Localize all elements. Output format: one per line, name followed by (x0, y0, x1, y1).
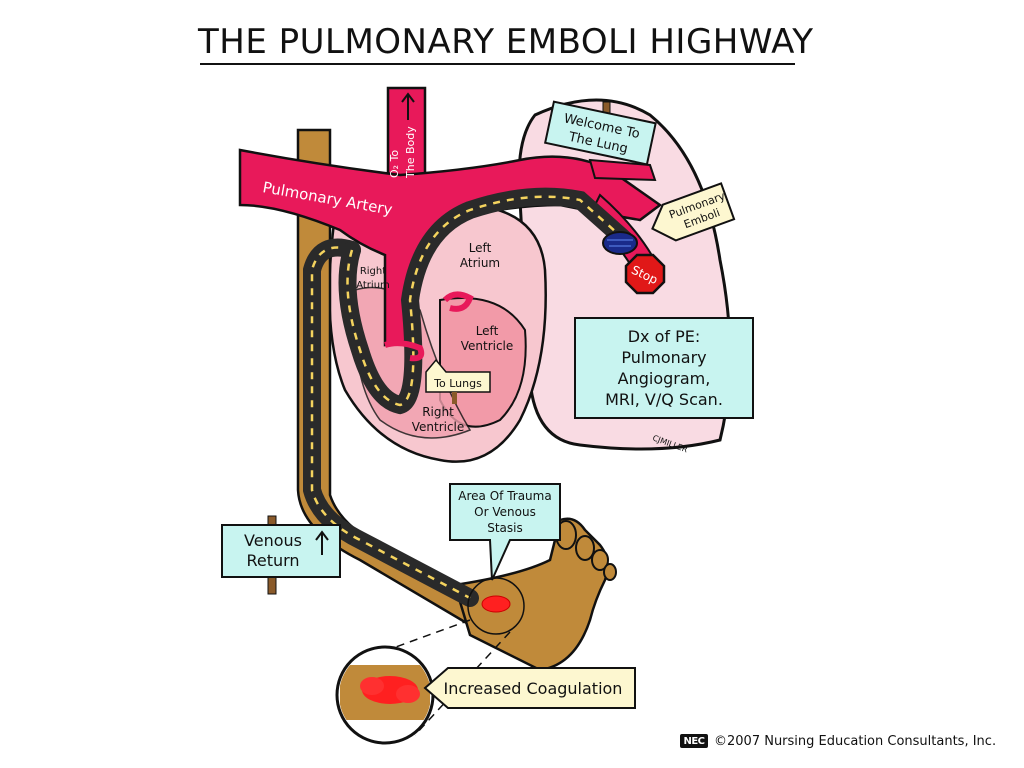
right-ventricle-label-line1: Right (422, 405, 454, 419)
road-center-line (310, 246, 471, 600)
o2-to-body-label-line1: O₂ To (388, 150, 401, 178)
zoom-line (359, 619, 471, 661)
toe (603, 563, 617, 581)
venous-return-line1: Venous (244, 531, 302, 550)
toe (575, 535, 595, 561)
o2-to-body-label-line2: The Body (404, 126, 417, 179)
zoom-clot (396, 685, 420, 703)
left-atrium-label-line2: Atrium (460, 256, 500, 270)
emboli-texture (607, 239, 633, 247)
left-ventricle-label-line2: Ventricle (461, 339, 514, 353)
left-atrium-label-line1: Left (469, 241, 492, 255)
zoom-source-circle (467, 577, 525, 635)
area-trauma-line1: Area Of Trauma (458, 489, 551, 503)
pulmonary-emboli-sign (651, 182, 736, 242)
road-center-line (346, 195, 626, 407)
right-atrium-label-line1: Right (360, 266, 386, 277)
emboli-clot (602, 231, 638, 255)
dx-line4: MRI, V/Q Scan. (605, 390, 723, 409)
to-lungs-label: To Lungs (433, 377, 482, 390)
area-trauma-line3: Stasis (487, 521, 523, 535)
dx-line2: Pulmonary (621, 348, 706, 367)
to-lungs-post (452, 392, 457, 404)
to-lungs-sign (425, 358, 491, 393)
dx-line3: Angiogram, (618, 369, 711, 388)
stop-sign (624, 253, 666, 295)
toe (591, 549, 609, 571)
copyright-text: ©2007 Nursing Education Consultants, Inc… (714, 733, 997, 749)
right-ventricle-label-line2: Ventricle (412, 420, 465, 434)
left-ventricle-label-line1: Left (476, 324, 499, 338)
footer: NEC ©2007 Nursing Education Consultants,… (680, 731, 1010, 751)
increased-coagulation-label: Increased Coagulation (444, 679, 623, 698)
up-arrow-icon (315, 530, 329, 555)
title-underline (200, 63, 795, 65)
area-trauma-callout (449, 483, 561, 581)
welcome-sign (543, 100, 657, 166)
area-trauma-line2: Or Venous (474, 505, 536, 519)
nec-logo: NEC (680, 734, 708, 748)
right-atrium-label-line2: Atrium (356, 280, 390, 291)
venous-return-line2: Return (246, 551, 299, 570)
increased-coagulation-sign (423, 667, 636, 709)
page-title: THE PULMONARY EMBOLI HIGHWAY (198, 22, 814, 62)
pulmonary-branch (588, 158, 657, 182)
dx-box (574, 317, 754, 419)
clot (481, 595, 511, 613)
zoom-clot (360, 677, 384, 695)
o2-arrow-icon (401, 92, 415, 120)
valve (442, 291, 474, 312)
dx-line1: Dx of PE: (628, 327, 701, 346)
valve (384, 340, 425, 362)
